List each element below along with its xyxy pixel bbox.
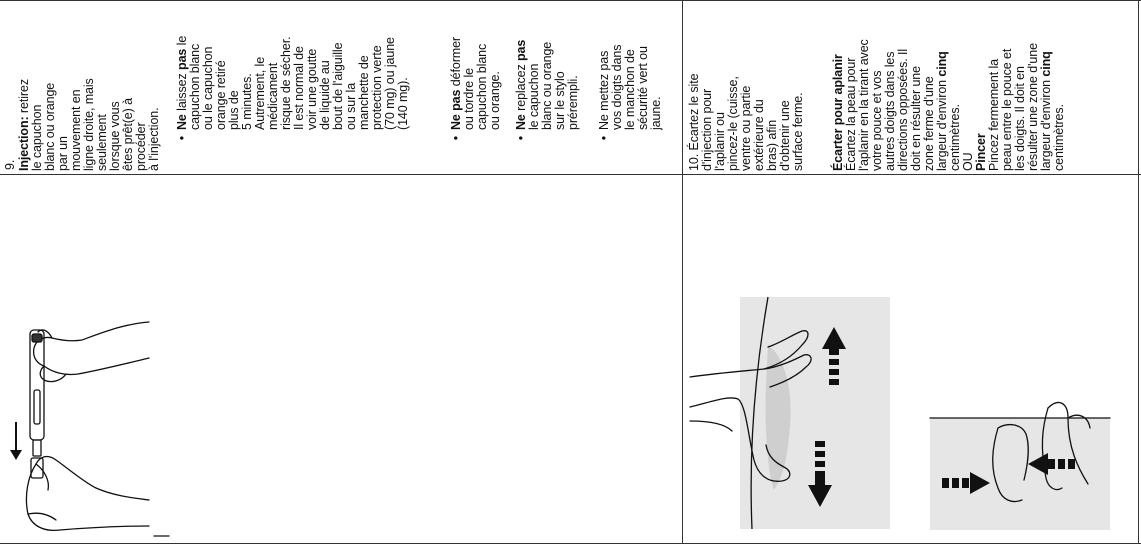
- arrow-left-icon: [1028, 453, 1075, 475]
- step10-stretch: Écarter pour aplanir Écartez la peau pou…: [831, 6, 1066, 171]
- bold-ne: Ne: [175, 114, 189, 130]
- arrow-up-icon: [822, 327, 846, 385]
- step9-bullet-4: Ne mettez pas vos doigts dans le manchon…: [597, 6, 663, 130]
- step9-intro: Injection: retirez le capuchon blanc ou …: [17, 6, 161, 171]
- step10-line: surface ferme.: [791, 92, 805, 172]
- step9-body-10: à l'injection.: [147, 107, 161, 171]
- pinch-end: centimètres.: [1052, 104, 1066, 171]
- bold-cinq: cinq: [935, 51, 949, 77]
- pinch-last: largeur d'environ: [1039, 79, 1053, 171]
- bold-ne: Ne: [514, 114, 528, 130]
- column-divider-center: [682, 0, 683, 544]
- bullet-dot: •: [449, 136, 463, 141]
- bullet3-mid: replacez: [514, 64, 528, 111]
- arrow-down-icon: [808, 441, 832, 507]
- step9-bullet-3: Ne replacez pas le capuchon blanc ou ora…: [514, 6, 580, 130]
- column-divider-right: [1138, 0, 1139, 544]
- skin-panel: [930, 418, 1110, 530]
- step10-number: 10.: [687, 153, 701, 171]
- bullet2-line: ou orange.: [488, 71, 502, 130]
- table-border-bottom: [0, 543, 1141, 544]
- step9-number: 9.: [3, 159, 17, 170]
- bullet2-first-rest: déformer: [449, 37, 463, 87]
- arrow-right-icon: [942, 472, 990, 494]
- bullet1-after: le: [175, 35, 189, 46]
- step9-title: Injection:: [17, 116, 31, 171]
- arrow-down-icon: [10, 422, 22, 460]
- bullet1-mid: laissez: [175, 73, 189, 111]
- step9-bullet-2: Ne pas déformer ou tordre le capuchon bl…: [449, 6, 502, 130]
- pinch-heading: Pincer: [974, 133, 988, 171]
- bold-ne-pas: Ne pas: [449, 89, 463, 130]
- bullet4-line: jaune.: [649, 96, 663, 130]
- stretch-end: centimètres.: [948, 104, 962, 171]
- bold-pas: pas: [514, 39, 528, 62]
- bullet-dot: •: [175, 136, 189, 141]
- bullet3-line: prérempli.: [566, 75, 580, 130]
- bold-pas: pas: [175, 48, 189, 70]
- bullet-dot: •: [597, 136, 611, 141]
- stretch-last: largeur d'environ: [935, 79, 949, 171]
- step9-body-0: retirez: [17, 79, 31, 114]
- table-border-top: [0, 0, 1141, 1]
- pen-cap-removal-illustration: [10, 321, 170, 537]
- step9-bullet-1: Ne laissez pas le capuchon blanc ou le c…: [175, 6, 410, 130]
- step10-line: Écartez le site: [687, 73, 701, 151]
- row-divider: [0, 174, 1141, 175]
- bullet-dot: •: [514, 136, 528, 141]
- step10-intro: 10. Écartez le site d'injection pour l'a…: [687, 6, 805, 172]
- stretch-skin-illustration: [689, 296, 890, 530]
- bold-cinq: cinq: [1039, 51, 1053, 77]
- stretch-heading: Écarter pour aplanir: [831, 54, 845, 171]
- pinch-skin-illustration: [929, 401, 1111, 530]
- bullet1-line: (140 mg).: [396, 77, 410, 130]
